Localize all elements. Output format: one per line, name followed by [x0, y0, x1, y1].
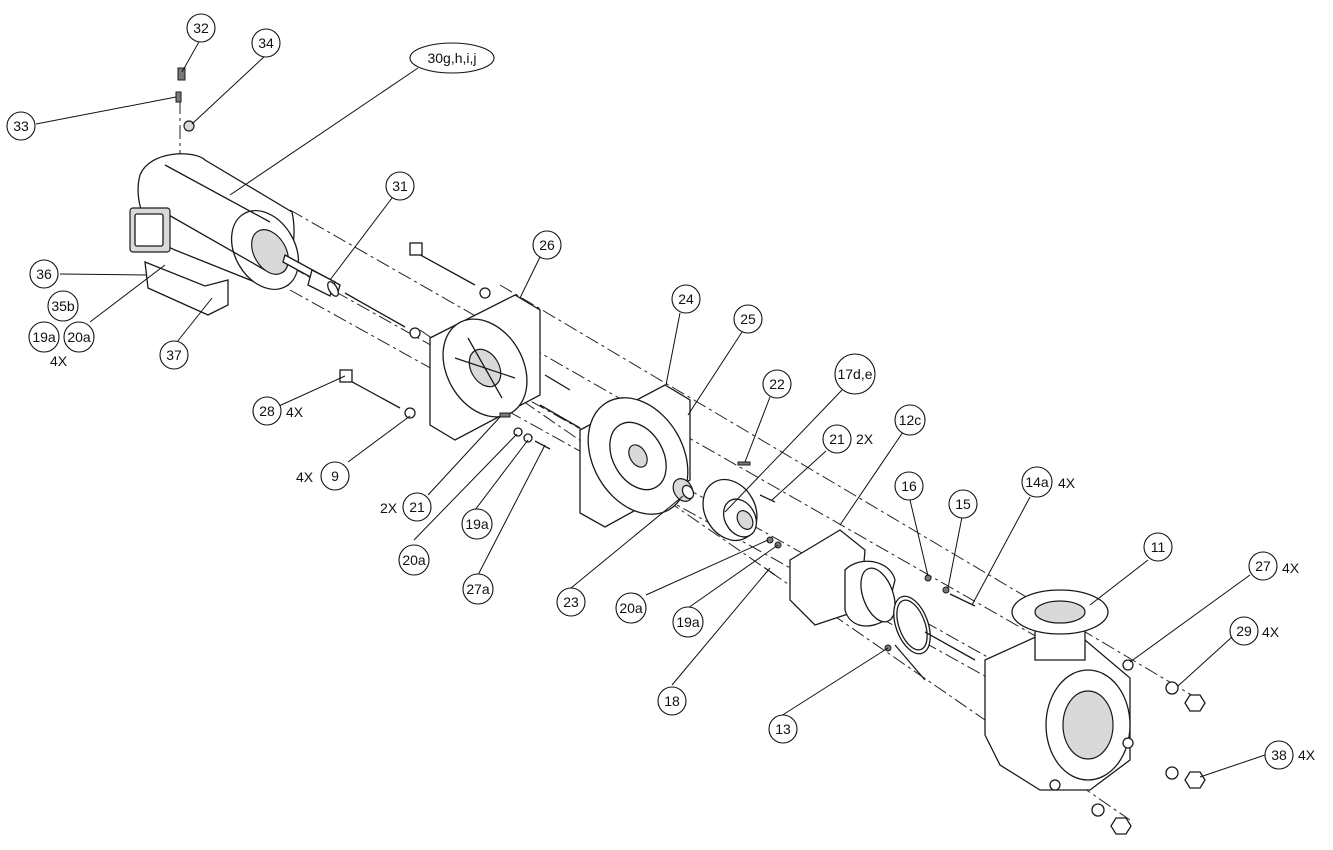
callout-12c-label: 12c [899, 412, 922, 428]
callout-19a-motor: 19a [28, 321, 60, 353]
callout-33: 33 [6, 111, 36, 141]
callout-19a-bracket: 19a [461, 508, 493, 540]
callout-25-label: 25 [740, 311, 756, 327]
callout-19a-impeller: 19a [672, 606, 704, 638]
callout-20a-bracket: 20a [398, 544, 430, 576]
callout-19a-impeller-label: 19a [676, 614, 700, 630]
callout-27: 27 [1248, 551, 1278, 581]
callout-11: 11 [1143, 532, 1173, 562]
impeller-hardware [737, 461, 782, 576]
quantity-motor-mount: 4X [50, 353, 68, 369]
long-bolts [339, 242, 491, 419]
callout-36-label: 36 [36, 266, 52, 282]
pump-casing-11 [984, 589, 1131, 791]
callout-35b-label: 35b [51, 298, 75, 314]
callout-29: 29 [1229, 616, 1259, 646]
callout-32-label: 32 [193, 20, 209, 36]
callout-32: 32 [186, 13, 216, 43]
callout-22-label: 22 [769, 376, 785, 392]
callout-38-label: 38 [1271, 747, 1287, 763]
callout-21-left-label: 21 [409, 499, 425, 515]
callout-34: 34 [251, 28, 281, 58]
callout-27-label: 27 [1255, 558, 1271, 574]
callout-16-label: 16 [901, 478, 917, 494]
motor-assembly [129, 153, 341, 316]
callout-9-label: 9 [331, 468, 339, 484]
callout-9: 9 [320, 461, 350, 491]
diffuser-12c [789, 529, 896, 627]
seal-plate-24 [579, 384, 691, 528]
callout-21-right: 21 [822, 424, 852, 454]
coupling-31 [307, 269, 339, 297]
quantity-27: 4X [1282, 560, 1300, 576]
callout-23-label: 23 [563, 594, 579, 610]
callout-35b: 35b [47, 290, 79, 322]
callout-31-label: 31 [392, 178, 408, 194]
callout-18-label: 18 [664, 693, 680, 709]
callout-18: 18 [657, 686, 687, 716]
quantity-21-left: 2X [380, 500, 398, 516]
callout-25: 25 [733, 304, 763, 334]
callout-37: 37 [159, 340, 189, 370]
callout-30-label: 30g,h,i,j [427, 50, 476, 66]
bracket-small-parts [499, 374, 581, 450]
callout-38: 38 [1264, 740, 1294, 770]
callout-24-label: 24 [678, 291, 694, 307]
callout-12c: 12c [894, 404, 926, 436]
callout-15: 15 [948, 489, 978, 519]
quantity-14a: 4X [1058, 475, 1076, 491]
callout-20a-motor-label: 20a [67, 329, 91, 345]
quantity-21-right: 2X [856, 431, 874, 447]
callout-33-label: 33 [13, 118, 29, 134]
quantity-29: 4X [1262, 624, 1280, 640]
quantity-38: 4X [1298, 747, 1316, 763]
callout-26: 26 [532, 230, 562, 260]
callout-28: 28 [252, 396, 282, 426]
motor-top-hardware [175, 67, 195, 132]
callout-17: 17d,e [834, 353, 876, 395]
callout-13: 13 [768, 714, 798, 744]
callout-34-label: 34 [258, 35, 274, 51]
callout-14a: 14a [1021, 466, 1053, 498]
quantity-28: 4X [286, 404, 304, 420]
callout-27a: 27a [462, 573, 494, 605]
adapter-bracket-26 [429, 294, 541, 441]
callout-36: 36 [29, 259, 59, 289]
callout-14a-label: 14a [1025, 474, 1049, 490]
callout-11-label: 11 [1151, 539, 1166, 555]
callout-28-label: 28 [259, 403, 275, 419]
shaft-seal-23 [672, 478, 695, 502]
callout-26-label: 26 [539, 237, 555, 253]
callout-19a-motor-label: 19a [32, 329, 56, 345]
callout-23: 23 [556, 587, 586, 617]
callout-21-right-label: 21 [829, 431, 845, 447]
callout-13-label: 13 [775, 721, 791, 737]
callout-20a-bracket-label: 20a [402, 552, 426, 568]
callout-21-left: 21 [402, 492, 432, 522]
callout-19a-bracket-label: 19a [465, 516, 489, 532]
callout-27a-label: 27a [466, 581, 490, 597]
impeller-25 [702, 478, 758, 542]
casing-fasteners [1049, 659, 1206, 835]
callout-20a-impeller-label: 20a [619, 600, 643, 616]
callout-30: 30g,h,i,j [409, 42, 495, 74]
callout-16: 16 [894, 471, 924, 501]
o-ring-13 [893, 595, 931, 655]
leader-lines [35, 39, 1266, 778]
callout-20a-motor: 20a [63, 321, 95, 353]
callout-31: 31 [385, 171, 415, 201]
callout-24: 24 [671, 284, 701, 314]
quantity-9: 4X [296, 469, 314, 485]
callout-15-label: 15 [955, 496, 971, 512]
callout-20a-impeller: 20a [615, 592, 647, 624]
callout-37-label: 37 [166, 347, 182, 363]
callout-22: 22 [762, 369, 792, 399]
callout-29-label: 29 [1236, 623, 1252, 639]
callout-17-label: 17d,e [837, 366, 872, 382]
